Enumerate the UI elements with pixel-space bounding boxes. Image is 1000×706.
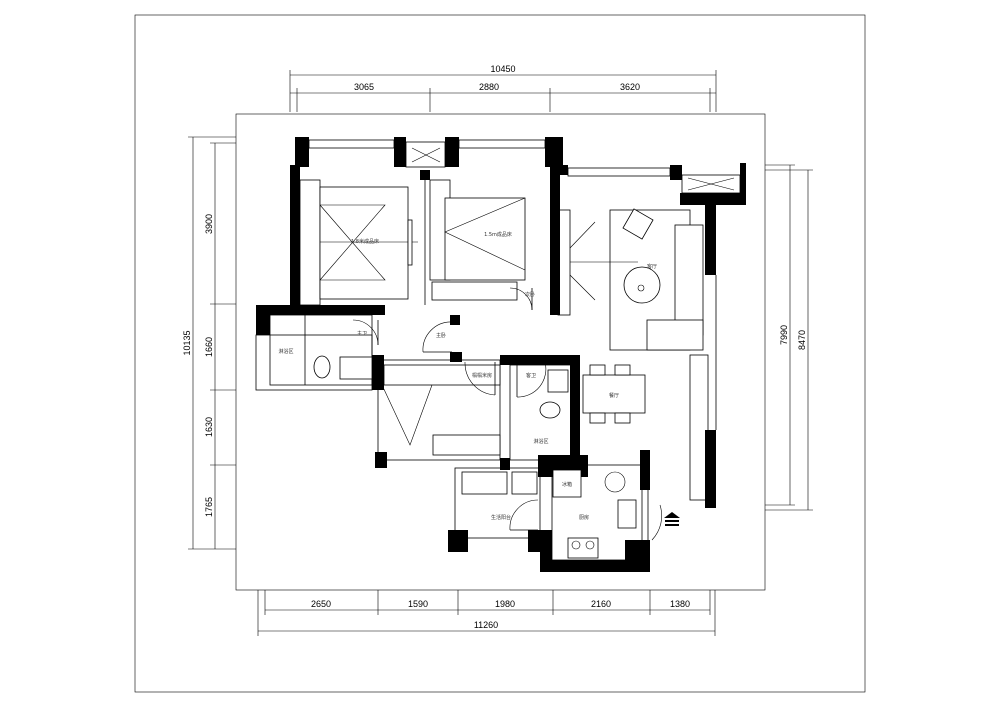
dim-left-4: 1765 [204,497,214,517]
label-master-bath: 主卫 [357,330,367,337]
walls [256,137,746,572]
wardrobe-bedroom2 [431,281,518,301]
label-master-bedroom: 主卧 [436,332,446,339]
dim-left-total: 10135 [182,330,192,355]
second-bed [444,197,526,281]
dim-bottom-3: 1980 [495,599,515,609]
label-guest-bath: 客卫 [526,372,536,379]
armchair [622,208,654,240]
dim-right-2: 8470 [797,330,807,350]
dim-top-3: 3620 [620,82,640,92]
tatami-top [383,364,501,386]
master-toilet [313,355,331,379]
label-shower-area: 淋浴区 [278,348,293,355]
dim-bottom-4: 2160 [591,599,611,609]
dim-bottom-1: 2650 [311,599,331,609]
label-kitchen: 厨房 [579,514,589,521]
room-labels: 1.8米成品床 1.5m成品床 次卧 主卫 淋浴区 主卧 榻榻米房 客卫 淋浴区… [278,231,657,521]
entrance-arrow-icon [664,512,680,518]
master-tub [339,356,373,380]
dining-table [582,374,646,414]
label-master-bed: 1.8米成品床 [351,238,379,245]
right-dimensions: 7990 8470 [765,164,813,511]
furniture [313,186,704,559]
doors [352,287,662,541]
stove [567,537,599,559]
sofa [674,224,704,336]
master-bed [319,186,409,300]
dim-left-1: 3900 [204,214,214,234]
label-second-bed: 1.5m成品床 [484,231,512,238]
left-dimensions: 10135 3900 1660 1630 1765 [182,136,236,550]
label-guest-shower: 淋浴区 [533,438,548,445]
inner-frame [235,113,766,591]
dim-bottom-2: 1590 [408,599,428,609]
dim-left-2: 1660 [204,337,214,357]
label-tatami-room: 榻榻米房 [472,372,492,379]
label-second-bedroom: 次卧 [525,291,535,298]
laundry-sink [461,471,508,495]
label-fridge: 冰箱 [562,481,572,488]
dim-right-1: 7990 [779,325,789,345]
tatami-bottom [432,434,501,456]
label-living-room: 客厅 [647,263,657,270]
dim-left-3: 1630 [204,417,214,437]
dim-bottom-total: 11260 [474,620,498,630]
dim-bottom-5: 1380 [670,599,690,609]
guest-toilet [539,401,561,419]
fridge-box [552,469,582,498]
kitchen-sink [617,499,637,529]
outer-frame [134,14,866,693]
top-dimensions: 10450 3065 2880 3620 [289,64,717,112]
dim-top-2: 2880 [479,82,499,92]
dim-top-total: 10450 [490,64,515,74]
room-outlines [255,139,741,561]
dim-top-1: 3065 [354,82,374,92]
label-laundry-balcony: 生活阳台 [491,514,511,521]
label-dining-room: 餐厅 [609,392,619,399]
bottom-dimensions: 2650 1590 1980 2160 1380 11260 [257,590,716,636]
